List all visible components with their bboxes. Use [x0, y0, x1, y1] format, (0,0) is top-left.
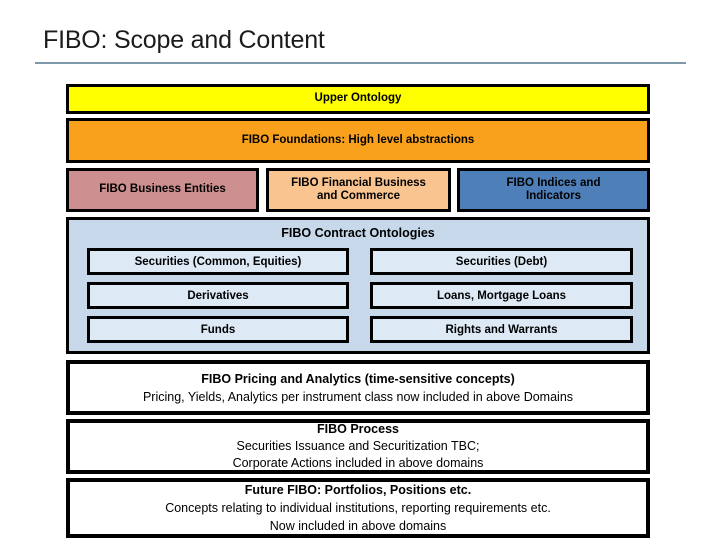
business-entities-box: FIBO Business Entities [66, 168, 259, 212]
process-detail-1: Securities Issuance and Securitization T… [236, 439, 480, 453]
pricing-analytics-heading: FIBO Pricing and Analytics (time-sensiti… [201, 371, 515, 386]
future-fibo-detail-1: Concepts relating to individual institut… [165, 501, 551, 515]
contract-ontologies-container: FIBO Contract Ontologies Securities (Com… [66, 217, 650, 354]
future-fibo-box: Future FIBO: Portfolios, Positions etc. … [66, 478, 650, 538]
pricing-analytics-box: FIBO Pricing and Analytics (time-sensiti… [66, 360, 650, 415]
process-heading: FIBO Process [317, 422, 399, 436]
cell-derivatives: Derivatives [87, 282, 349, 309]
cell-rights-warrants: Rights and Warrants [370, 316, 633, 343]
foundations-box: FIBO Foundations: High level abstraction… [66, 118, 650, 163]
cell-securities-common: Securities (Common, Equities) [87, 248, 349, 275]
cell-funds: Funds [87, 316, 349, 343]
process-box: FIBO Process Securities Issuance and Sec… [66, 419, 650, 474]
future-fibo-detail-2: Now included in above domains [269, 519, 447, 533]
cell-loans: Loans, Mortgage Loans [370, 282, 633, 309]
page-title: FIBO: Scope and Content [43, 26, 325, 54]
title-divider [35, 62, 686, 64]
financial-business-box: FIBO Financial Business and Commerce [266, 168, 451, 212]
contract-ontologies-title: FIBO Contract Ontologies [281, 226, 435, 240]
process-detail-2: Corporate Actions included in above doma… [232, 456, 484, 470]
upper-ontology-box: Upper Ontology [66, 84, 650, 114]
cell-securities-debt: Securities (Debt) [370, 248, 633, 275]
future-fibo-heading: Future FIBO: Portfolios, Positions etc. [244, 483, 472, 497]
indices-indicators-box: FIBO Indices and Indicators [457, 168, 650, 212]
pricing-analytics-detail: Pricing, Yields, Analytics per instrumen… [142, 389, 574, 404]
